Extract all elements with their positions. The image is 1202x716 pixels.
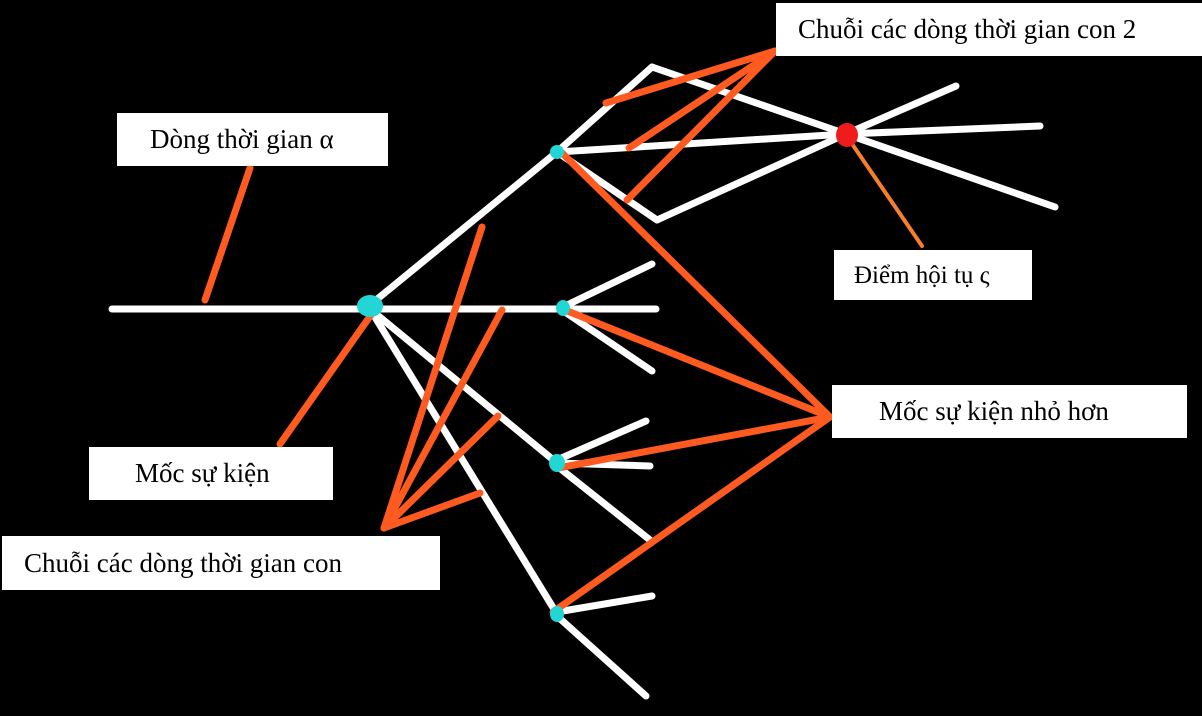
upper-event-node (550, 145, 564, 159)
timeline-lines (108, 63, 1059, 700)
pointer-sub-chain2-3 (623, 47, 779, 204)
label-event-milestone-text: Mốc sự kiện (135, 458, 270, 488)
pointer-smaller-2 (561, 306, 834, 421)
middle-fan-3 (561, 308, 656, 375)
convergence-out-1 (842, 82, 960, 138)
bottom-event-node (550, 606, 564, 622)
label-convergence-point: Điểm hội tụ ς (834, 250, 1032, 300)
convergence-out-3 (842, 130, 1059, 211)
pointer-sub-chain2-2 (625, 47, 779, 152)
pointer-sub-chain2-1 (602, 47, 779, 107)
pointer-convergence (846, 136, 924, 248)
middle-fan-1 (561, 260, 656, 310)
lower-event-node (549, 454, 565, 472)
label-event-milestone: Mốc sự kiện (89, 447, 333, 500)
label-smaller-milestone: Mốc sự kiện nhỏ hơn (832, 385, 1187, 438)
label-timeline-alpha: Dòng thời gian α (117, 113, 388, 166)
main-event-node (357, 295, 383, 317)
convergence-node (836, 123, 858, 147)
convergence-out-2 (842, 122, 1044, 138)
label-sub-timeline-chain-2-text: Chuỗi các dòng thời gian con 2 (798, 14, 1137, 44)
pointer-smaller-4 (549, 413, 834, 616)
label-convergence-point-text: Điểm hội tụ ς (854, 261, 990, 289)
pointer-sub-chain-1 (380, 223, 486, 532)
upper-branch-top (553, 63, 656, 156)
event-nodes (357, 123, 858, 622)
upper-branch-mid-to-convergence (553, 130, 850, 156)
bottom-fan-2 (553, 612, 650, 700)
bottom-fan-1 (553, 592, 656, 616)
label-sub-timeline-chain-text: Chuỗi các dòng thời gian con (24, 547, 342, 578)
pointer-lines (201, 47, 834, 616)
pointer-sub-chain-4 (380, 489, 484, 532)
label-sub-timeline-chain-2: Chuỗi các dòng thời gian con 2 (776, 3, 1202, 56)
pointer-sub-chain-2 (380, 306, 506, 532)
branch-to-upper-node (366, 148, 561, 309)
pointer-sub-chain-3 (380, 412, 502, 532)
label-sub-timeline-chain: Chuỗi các dòng thời gian con (2, 536, 440, 590)
lower-fan-1 (553, 417, 650, 464)
label-timeline-alpha-text: Dòng thời gian α (150, 124, 334, 154)
pointer-smaller-3 (554, 413, 834, 472)
pointer-smaller-1 (557, 148, 834, 421)
upper-branch-low-to-convergence (653, 130, 850, 224)
middle-event-node (556, 300, 570, 316)
pointer-timeline-alpha (201, 164, 254, 304)
label-smaller-milestone-text: Mốc sự kiện nhỏ hơn (879, 396, 1109, 426)
lower-fan-3 (553, 462, 654, 544)
pointer-event-milestone (276, 308, 377, 448)
branch-to-bottom-node (366, 305, 561, 618)
